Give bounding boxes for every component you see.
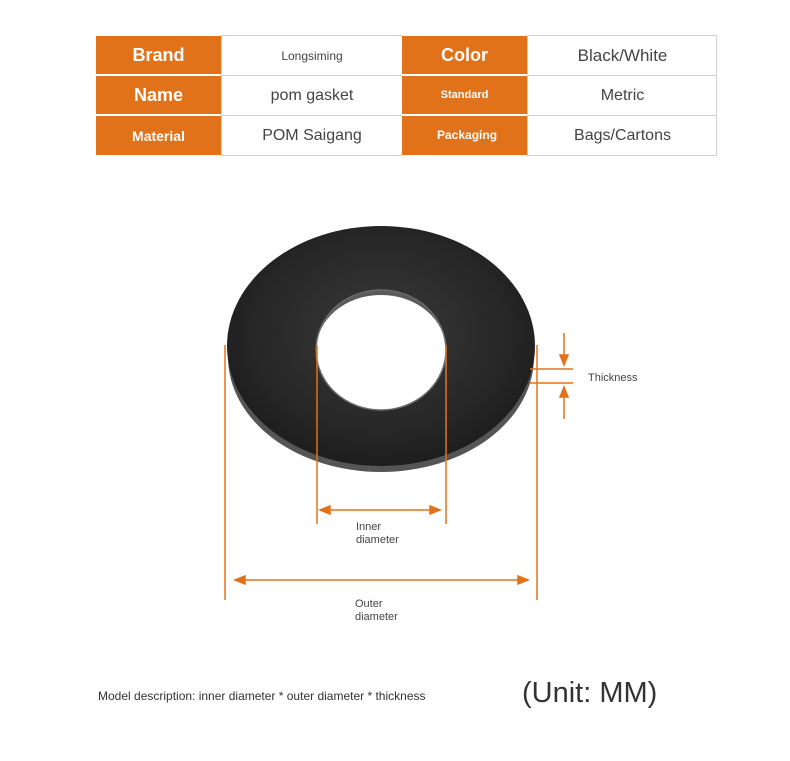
spec-value-packaging: Bags/Cartons (527, 115, 717, 156)
thickness-label: Thickness (588, 372, 638, 384)
unit-label: (Unit: MM) (522, 677, 658, 709)
inner-diameter-label: Inner diameter (356, 521, 399, 546)
spec-table: Brand Longsiming Color Black/White Name … (96, 35, 717, 156)
spec-key-material: Material (96, 115, 221, 156)
outer-diameter-label: Outer diameter (355, 598, 398, 623)
spec-key-brand: Brand (96, 35, 221, 75)
washer-edge (228, 242, 534, 472)
spec-value-brand: Longsiming (221, 35, 402, 75)
spec-key-name: Name (96, 75, 221, 115)
spec-value-color: Black/White (527, 35, 717, 75)
model-description: Model description: inner diameter * oute… (98, 689, 426, 703)
spec-key-standard: Standard (402, 75, 527, 115)
spec-value-name: pom gasket (221, 75, 402, 115)
spec-key-color: Color (402, 35, 527, 75)
spec-value-standard: Metric (527, 75, 717, 115)
spec-value-material: POM Saigang (221, 115, 402, 156)
spec-key-packaging: Packaging (402, 115, 527, 156)
washer-face (227, 226, 535, 466)
